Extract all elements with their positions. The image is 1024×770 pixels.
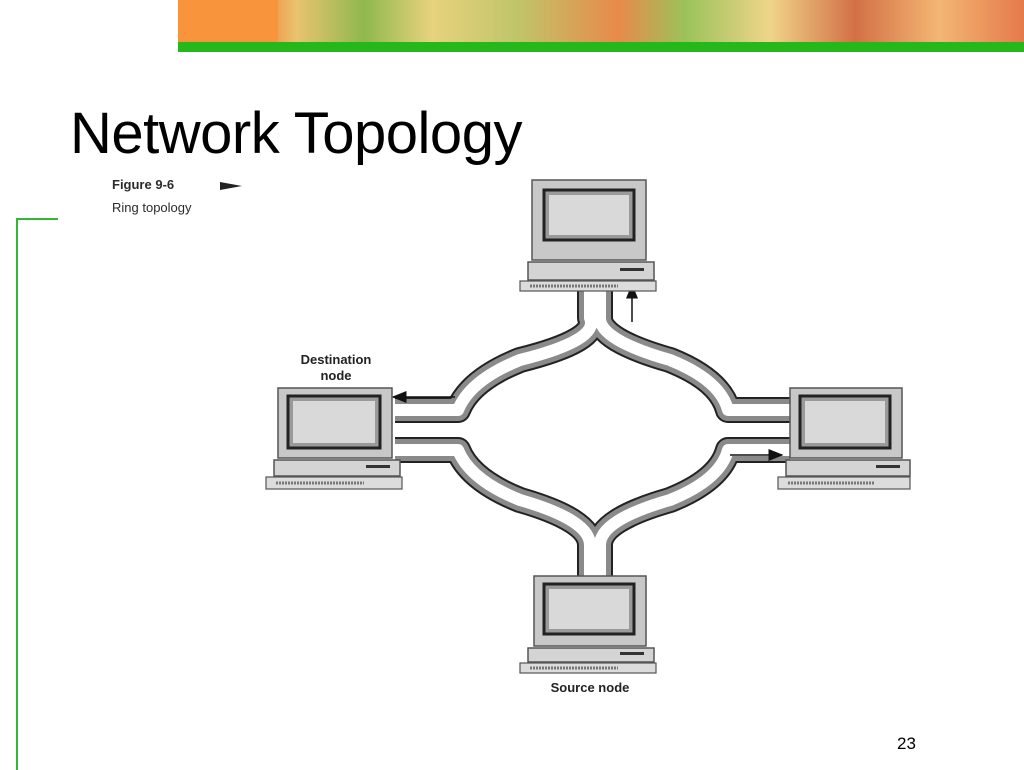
slide-title: Network Topology xyxy=(70,101,522,166)
destination-label-line2: node xyxy=(320,368,352,383)
destination-node-label: Destination node xyxy=(286,352,386,384)
source-node-label: Source node xyxy=(550,680,630,695)
computer-top-icon xyxy=(519,179,657,292)
header-banner xyxy=(178,0,1024,52)
destination-label-line1: Destination xyxy=(300,352,372,367)
figure-number: Figure 9-6 xyxy=(112,177,175,192)
ring-cable xyxy=(395,278,790,580)
page-number: 23 xyxy=(897,734,916,753)
banner-green-line xyxy=(178,42,1024,52)
banner-floral-strip xyxy=(178,0,1024,42)
figure-pointer-icon xyxy=(220,182,242,190)
left-accent-bracket xyxy=(16,218,58,770)
computer-destination-icon xyxy=(265,387,403,490)
computer-source-icon xyxy=(519,575,657,674)
figure-caption: Ring topology xyxy=(112,200,192,215)
computer-right-icon xyxy=(777,387,911,490)
